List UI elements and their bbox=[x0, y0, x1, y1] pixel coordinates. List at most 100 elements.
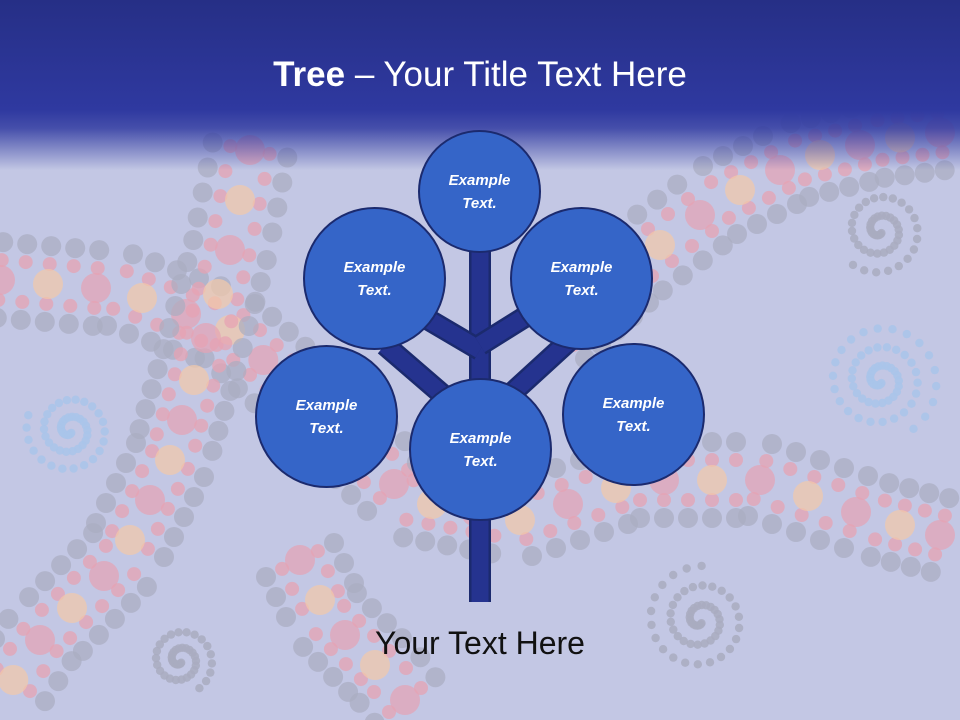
pattern-dot bbox=[817, 167, 832, 182]
pattern-dot bbox=[909, 245, 919, 254]
pattern-dot bbox=[266, 587, 286, 607]
pattern-dot bbox=[928, 397, 938, 407]
pattern-dot bbox=[807, 470, 822, 484]
pattern-dot bbox=[206, 650, 215, 659]
pattern-dot bbox=[828, 371, 838, 380]
pattern-dot bbox=[177, 252, 198, 272]
pattern-dot bbox=[100, 427, 109, 436]
pattern-dot bbox=[147, 359, 168, 380]
pattern-dot bbox=[244, 294, 265, 314]
pattern-dot bbox=[90, 261, 105, 276]
pattern-dot bbox=[692, 250, 713, 271]
pattern-dot bbox=[554, 478, 569, 492]
pattern-dot bbox=[873, 324, 882, 333]
pattern-dot bbox=[669, 570, 678, 580]
pattern-dot bbox=[819, 181, 840, 202]
pattern-dot bbox=[29, 446, 38, 455]
pattern-dot bbox=[213, 189, 228, 204]
pattern-dot bbox=[61, 447, 71, 456]
pattern-dot bbox=[767, 204, 787, 224]
pattern-dot bbox=[160, 634, 169, 643]
pattern-dot bbox=[729, 453, 743, 467]
pattern-dot bbox=[924, 351, 934, 360]
pattern-dot bbox=[182, 628, 191, 637]
pattern-dot bbox=[734, 623, 744, 633]
pattern-dot bbox=[330, 584, 345, 599]
pattern-dot bbox=[65, 238, 86, 259]
pattern-dot bbox=[410, 647, 431, 668]
pattern-dot bbox=[399, 512, 414, 527]
pattern-dot bbox=[847, 374, 856, 383]
pattern-dot bbox=[848, 260, 858, 270]
pattern-dot bbox=[89, 240, 110, 261]
pattern-dot bbox=[879, 248, 889, 257]
node-label: Example Text. bbox=[550, 258, 613, 299]
pattern-dot bbox=[665, 254, 679, 268]
pattern-dot bbox=[741, 200, 756, 215]
pattern-dot bbox=[257, 171, 272, 186]
pattern-dot bbox=[173, 347, 188, 362]
pattern-dot bbox=[71, 395, 80, 404]
pattern-dot bbox=[119, 264, 134, 279]
pattern-dot bbox=[63, 298, 78, 313]
pattern-dot bbox=[151, 653, 161, 663]
pattern-dot bbox=[149, 427, 164, 442]
pattern-dot bbox=[650, 593, 659, 602]
pattern-dot bbox=[161, 387, 176, 402]
pattern-dot bbox=[879, 192, 888, 202]
pattern-dot bbox=[928, 547, 943, 562]
pattern-dot bbox=[68, 447, 77, 456]
node-label: Example Text. bbox=[602, 394, 665, 435]
pattern-dot bbox=[831, 478, 846, 492]
pattern-dot bbox=[837, 345, 846, 355]
pattern-dot bbox=[759, 454, 774, 468]
pattern-dot bbox=[39, 424, 49, 434]
pattern-dot bbox=[155, 640, 164, 649]
pattern-dot bbox=[889, 414, 899, 423]
pattern-dot bbox=[98, 417, 108, 426]
pattern-dot bbox=[848, 366, 857, 375]
pattern-dot bbox=[661, 207, 675, 221]
pattern-dot bbox=[24, 435, 33, 444]
pattern-dot bbox=[657, 493, 671, 507]
node-top: Example Text. bbox=[418, 130, 541, 253]
pattern-dot bbox=[647, 189, 668, 210]
pattern-dot bbox=[543, 524, 558, 538]
pattern-dot bbox=[415, 531, 436, 552]
pattern-dot bbox=[22, 423, 31, 432]
pattern-dot bbox=[712, 235, 733, 256]
pattern-dot bbox=[851, 358, 860, 367]
pattern-dot bbox=[685, 239, 699, 253]
pattern-dot bbox=[878, 398, 887, 408]
pattern-dot bbox=[0, 608, 19, 629]
pattern-dot bbox=[913, 378, 922, 387]
pattern-dot bbox=[594, 522, 614, 542]
node-upper-left: Example Text. bbox=[303, 207, 446, 350]
pattern-dot bbox=[10, 309, 31, 330]
pattern-dot bbox=[224, 314, 239, 329]
pattern-dot bbox=[727, 224, 747, 244]
pattern-dot bbox=[697, 465, 727, 495]
pattern-dot bbox=[834, 458, 854, 478]
pattern-dot bbox=[888, 194, 897, 203]
pattern-dot bbox=[745, 465, 775, 495]
pattern-dot bbox=[195, 684, 204, 693]
pattern-dot bbox=[106, 301, 121, 316]
pattern-dot bbox=[666, 617, 675, 626]
pattern-dot bbox=[849, 382, 858, 391]
pattern-dot bbox=[66, 259, 81, 274]
pattern-dot bbox=[443, 520, 458, 535]
pattern-dot bbox=[58, 313, 79, 334]
pattern-dot bbox=[341, 484, 362, 505]
pattern-dot bbox=[238, 316, 259, 336]
pattern-dot bbox=[909, 424, 918, 433]
pattern-dot bbox=[734, 612, 744, 621]
pattern-dot bbox=[183, 230, 204, 250]
pattern-dot bbox=[864, 346, 873, 355]
node-upper-right: Example Text. bbox=[510, 207, 653, 350]
pattern-dot bbox=[115, 504, 130, 519]
pattern-dot bbox=[647, 620, 656, 630]
pattern-dot bbox=[191, 281, 206, 296]
pattern-dot bbox=[859, 171, 880, 192]
pattern-dot bbox=[220, 380, 241, 401]
